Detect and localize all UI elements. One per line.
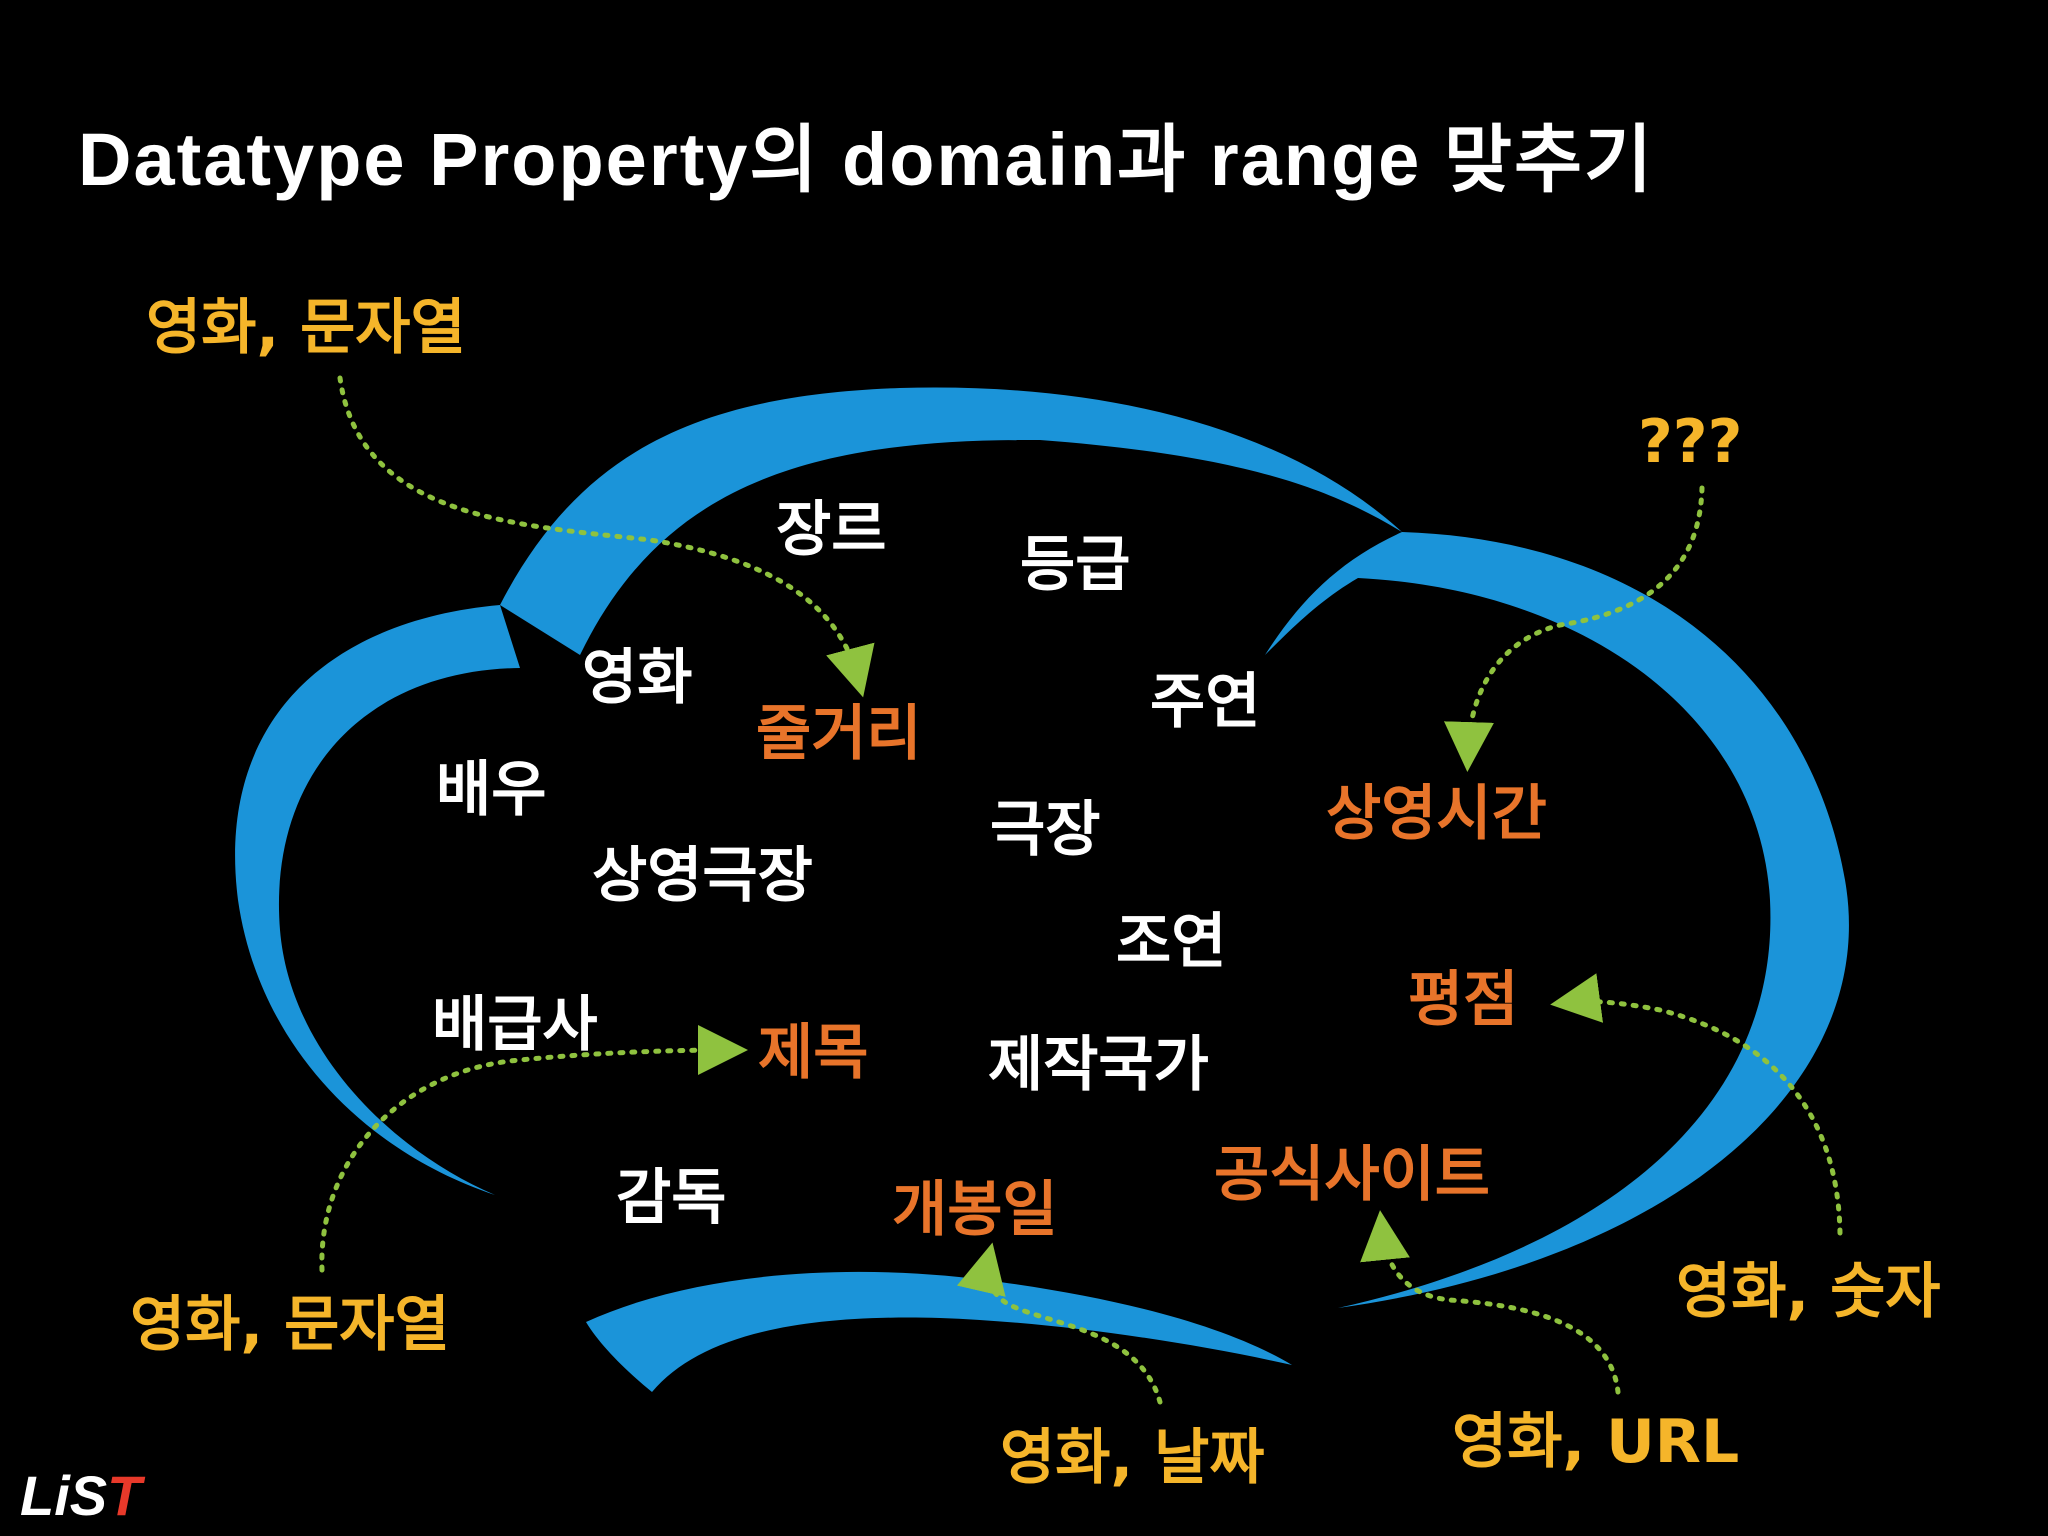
- term-screening-theater: 상영극장: [592, 841, 813, 911]
- term-distributor: 배급사: [432, 990, 598, 1060]
- arrow-to-plot: [337, 375, 875, 698]
- term-title-prop: 제목: [758, 1018, 869, 1088]
- term-movie: 영화: [582, 643, 693, 713]
- annotation-bottom-url: 영화, URL: [1452, 1407, 1740, 1477]
- term-production-country: 제작국가: [988, 1030, 1209, 1100]
- arrow-to-official-site: [1360, 1210, 1621, 1395]
- arrow-to-running-time: [1443, 485, 1705, 772]
- annotation-top-left: 영화, 문자열: [146, 293, 466, 363]
- term-release-date: 개봉일: [892, 1175, 1058, 1245]
- term-actor: 배우: [436, 755, 547, 825]
- term-plot: 줄거리: [756, 699, 922, 769]
- annotation-bottom-center: 영화, 날짜: [1000, 1423, 1265, 1493]
- term-supporting-actor: 조연: [1116, 907, 1227, 977]
- term-genre: 장르: [776, 495, 887, 565]
- term-theater: 극장: [990, 795, 1101, 865]
- term-director: 감독: [616, 1163, 727, 1233]
- annotation-bottom-left: 영화, 문자열: [130, 1290, 450, 1360]
- list-logo: LiST: [20, 1464, 142, 1527]
- term-lead-actor: 주연: [1150, 667, 1261, 737]
- slide-title: Datatype Property의 domain과 range 맞추기: [78, 118, 1655, 201]
- term-official-site: 공식사이트: [1214, 1140, 1490, 1210]
- annotation-top-right: ???: [1638, 407, 1743, 477]
- cloud-right-lobe: [1265, 532, 1849, 1308]
- term-rating: 등급: [1020, 530, 1131, 600]
- term-running-time: 상영시간: [1326, 779, 1547, 849]
- cloud-top-lobe: [500, 387, 1402, 655]
- arrow-to-title: [319, 1025, 748, 1273]
- annotation-bottom-right: 영화, 숫자: [1676, 1257, 1941, 1327]
- cloud-left-lobe: [235, 605, 520, 1195]
- arrow-to-release-date: [956, 1242, 1163, 1405]
- cloud-bottom-swoosh: [586, 1271, 1292, 1392]
- arrow-to-score: [1550, 973, 1843, 1236]
- term-score: 평점: [1408, 965, 1519, 1035]
